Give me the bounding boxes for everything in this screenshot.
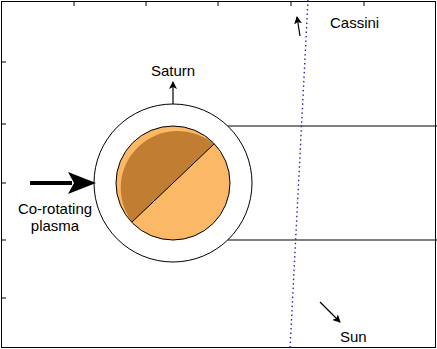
spacecraft-label: Cassini <box>330 14 379 31</box>
plasma-arrow-shaft <box>30 181 72 185</box>
saturn-dark-side <box>121 131 214 222</box>
saturn-disk <box>116 126 230 240</box>
flow-label: Co-rotating plasma <box>5 200 105 234</box>
axis-ticks <box>2 2 364 298</box>
plasma-arrow-head <box>68 172 96 194</box>
direction-label: Sun <box>340 328 367 345</box>
cassini-trajectory <box>290 0 308 349</box>
cassini-arrow <box>297 17 300 36</box>
saturn-outline <box>116 126 230 240</box>
shadow-line <box>228 240 437 241</box>
orbit-circle <box>94 104 252 262</box>
saturn-motion-arrow <box>172 82 173 104</box>
shadow-line <box>228 126 437 127</box>
planet-label: Saturn <box>151 62 195 79</box>
sun-arrow <box>320 302 340 322</box>
terminator-line <box>132 144 214 222</box>
